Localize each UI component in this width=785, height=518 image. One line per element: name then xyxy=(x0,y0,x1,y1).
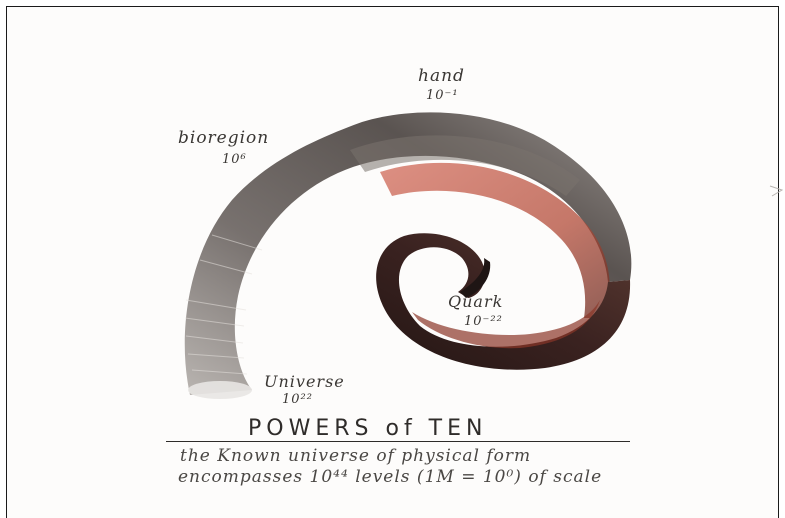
edge-mark xyxy=(770,186,782,196)
label-hand-exponent: 10⁻¹ xyxy=(426,88,459,103)
caption-line-2: encompasses 10⁴⁴ levels (1M = 10⁰) of sc… xyxy=(178,467,602,487)
title-underline xyxy=(166,441,630,442)
spiral-base-speckle xyxy=(188,381,252,399)
label-quark-exponent: 10⁻²² xyxy=(464,314,503,329)
label-universe-exponent: 10²² xyxy=(282,392,313,407)
label-hand: hand xyxy=(418,66,465,86)
label-bioregion: bioregion xyxy=(178,128,269,148)
label-quark: Quark xyxy=(448,292,503,311)
page-title: POWERS of TEN xyxy=(248,416,487,441)
label-universe: Universe xyxy=(264,372,345,391)
caption-line-1: the Known universe of physical form xyxy=(180,446,531,466)
label-bioregion-exponent: 10⁶ xyxy=(222,152,247,167)
